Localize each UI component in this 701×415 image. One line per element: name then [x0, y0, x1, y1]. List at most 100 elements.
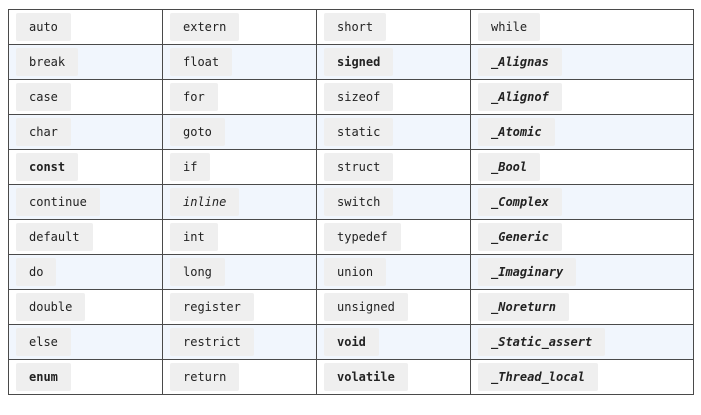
keywords-table-body: auto extern short while break float signed _Ali… — [8, 9, 694, 395]
table-cell: auto — [8, 9, 163, 45]
table-row: do long union _Imaginary — [8, 254, 694, 290]
table-row: break float signed _Alignas — [8, 44, 694, 80]
table-cell: void — [316, 324, 471, 360]
keyword-code: long — [170, 258, 225, 286]
keyword-code: else — [16, 328, 71, 356]
table-cell: sizeof — [316, 79, 471, 115]
table-cell: inline — [162, 184, 317, 220]
keyword-code: float — [170, 48, 233, 76]
table-cell: _Generic — [470, 219, 694, 255]
keyword-code: extern — [170, 13, 240, 41]
keyword-code: inline — [170, 188, 240, 216]
table-cell: typedef — [316, 219, 471, 255]
keyword-code: double — [16, 293, 86, 321]
table-cell: volatile — [316, 359, 471, 395]
table-cell: _Imaginary — [470, 254, 694, 290]
table-cell: return — [162, 359, 317, 395]
table-row: const if struct _Bool — [8, 149, 694, 185]
table-cell: char — [8, 114, 163, 150]
table-cell: short — [316, 9, 471, 45]
table-cell: _Static_assert — [470, 324, 694, 360]
table-cell: continue — [8, 184, 163, 220]
table-cell: long — [162, 254, 317, 290]
table-cell: _Thread_local — [470, 359, 694, 395]
keyword-code: void — [324, 328, 379, 356]
keyword-code: auto — [16, 13, 71, 41]
keyword-code: int — [170, 223, 218, 251]
table-row: auto extern short while — [8, 9, 694, 45]
table-row: double register unsigned _Noreturn — [8, 289, 694, 325]
keyword-code: volatile — [324, 363, 408, 391]
table-cell: _Noreturn — [470, 289, 694, 325]
table-cell: double — [8, 289, 163, 325]
table-row: char goto static _Atomic — [8, 114, 694, 150]
keyword-code: _Imaginary — [478, 258, 577, 286]
keyword-code: _Bool — [478, 153, 541, 181]
keyword-code: unsigned — [324, 293, 408, 321]
table-cell: while — [470, 9, 694, 45]
keyword-code: _Complex — [478, 188, 562, 216]
keywords-table: auto extern short while break float signed _Ali… — [8, 9, 694, 395]
table-cell: goto — [162, 114, 317, 150]
table-cell: signed — [316, 44, 471, 80]
table-cell: _Complex — [470, 184, 694, 220]
keyword-code: typedef — [324, 223, 401, 251]
keyword-code: _Atomic — [478, 118, 555, 146]
keyword-code: break — [16, 48, 79, 76]
table-cell: static — [316, 114, 471, 150]
keyword-code: _Static_assert — [478, 328, 606, 356]
keyword-code: restrict — [170, 328, 254, 356]
table-cell: const — [8, 149, 163, 185]
table-cell: switch — [316, 184, 471, 220]
table-cell: case — [8, 79, 163, 115]
keyword-code: switch — [324, 188, 394, 216]
keyword-code: static — [324, 118, 394, 146]
table-cell: int — [162, 219, 317, 255]
table-cell: else — [8, 324, 163, 360]
keyword-code: if — [170, 153, 211, 181]
keyword-code: while — [478, 13, 541, 41]
table-cell: enum — [8, 359, 163, 395]
table-cell: _Atomic — [470, 114, 694, 150]
keyword-code: _Alignof — [478, 83, 562, 111]
keyword-code: register — [170, 293, 254, 321]
table-cell: extern — [162, 9, 317, 45]
keyword-code: short — [324, 13, 387, 41]
table-row: default int typedef _Generic — [8, 219, 694, 255]
keyword-code: goto — [170, 118, 225, 146]
table-cell: register — [162, 289, 317, 325]
table-cell: for — [162, 79, 317, 115]
table-cell: _Alignas — [470, 44, 694, 80]
keyword-code: return — [170, 363, 240, 391]
keyword-code: case — [16, 83, 71, 111]
table-cell: unsigned — [316, 289, 471, 325]
table-row: case for sizeof _Alignof — [8, 79, 694, 115]
keyword-code: do — [16, 258, 57, 286]
keyword-code: signed — [324, 48, 394, 76]
keyword-code: _Generic — [478, 223, 562, 251]
table-cell: float — [162, 44, 317, 80]
table-cell: break — [8, 44, 163, 80]
table-cell: struct — [316, 149, 471, 185]
table-cell: default — [8, 219, 163, 255]
keyword-code: _Thread_local — [478, 363, 598, 391]
keyword-code: struct — [324, 153, 394, 181]
table-cell: do — [8, 254, 163, 290]
keyword-code: union — [324, 258, 387, 286]
table-row: continue inline switch _Complex — [8, 184, 694, 220]
table-cell: if — [162, 149, 317, 185]
table-row: enum return volatile _Thread_local — [8, 359, 694, 395]
table-cell: _Alignof — [470, 79, 694, 115]
keyword-code: _Alignas — [478, 48, 562, 76]
keyword-code: default — [16, 223, 93, 251]
keyword-code: enum — [16, 363, 71, 391]
keyword-code: for — [170, 83, 218, 111]
table-cell: union — [316, 254, 471, 290]
keyword-code: continue — [16, 188, 100, 216]
table-row: else restrict void _Static_assert — [8, 324, 694, 360]
table-cell: _Bool — [470, 149, 694, 185]
keyword-code: sizeof — [324, 83, 394, 111]
table-cell: restrict — [162, 324, 317, 360]
keyword-code: const — [16, 153, 79, 181]
keyword-code: char — [16, 118, 71, 146]
